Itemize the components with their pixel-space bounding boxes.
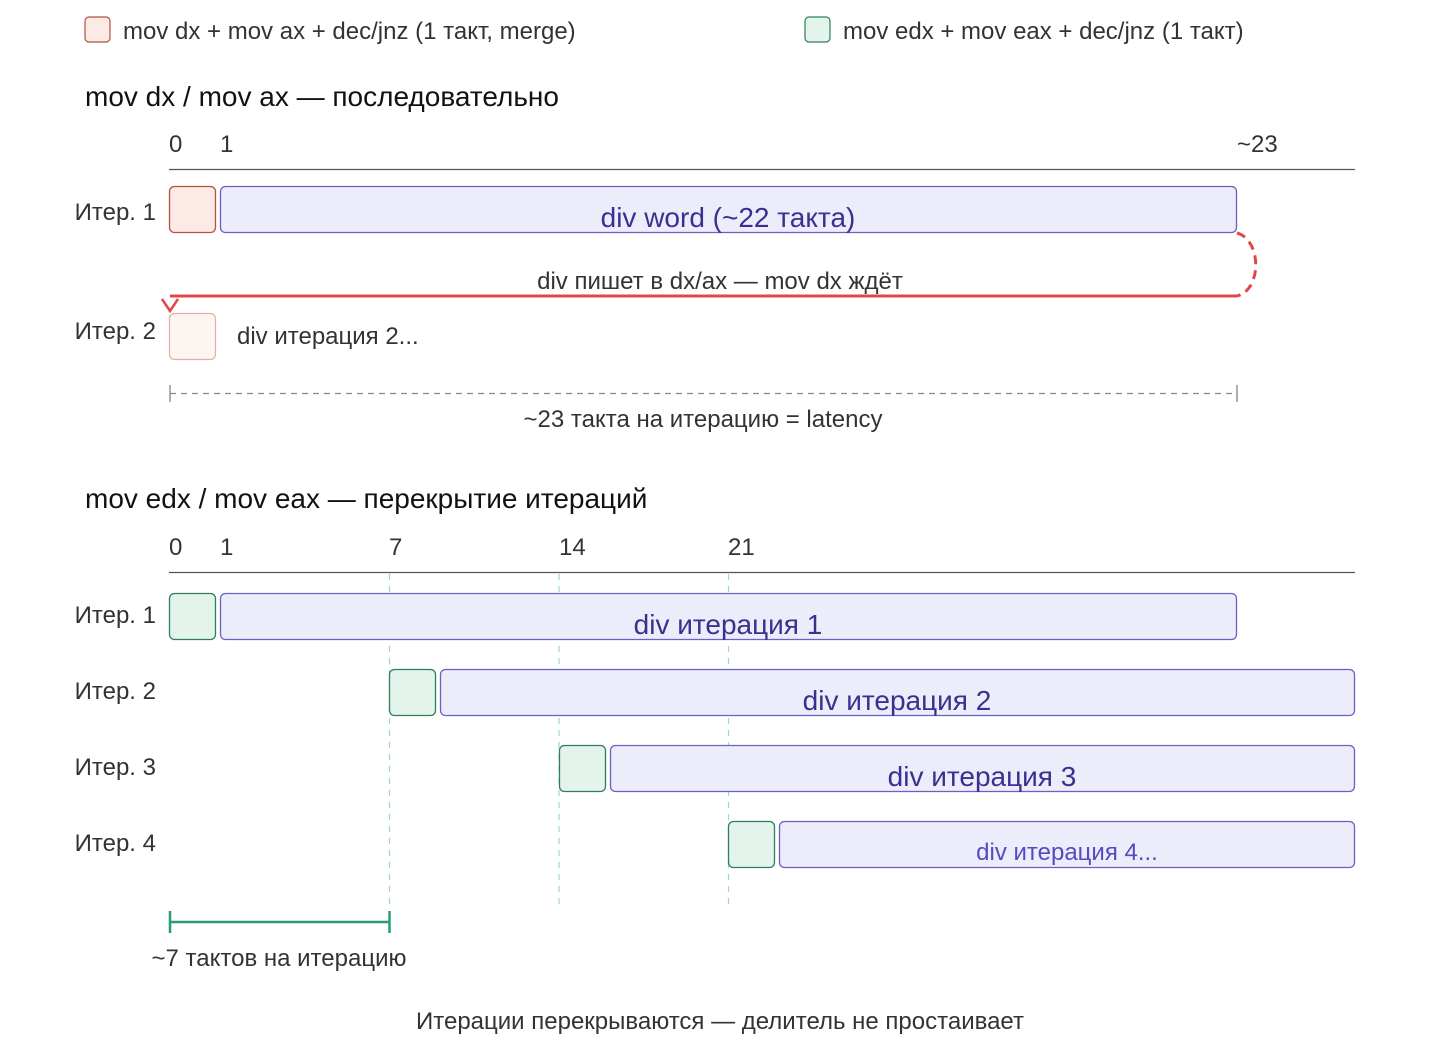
section2-mov-block-2: [388, 668, 437, 717]
legend-label-merge: mov dx + mov ax + dec/jnz (1 такт, merge…: [123, 18, 576, 45]
section1-span-label: ~23 такта на итерацию = latency: [524, 406, 883, 433]
section2-div-label-3: div итерация 3: [888, 761, 1077, 792]
section2-tick-7: 7: [389, 534, 402, 561]
section1-tick-23: ~23: [1237, 131, 1278, 158]
section2-tick-0: 0: [169, 534, 182, 561]
section2-div-label-4: div итерация 4...: [976, 839, 1158, 866]
legend-label-fast: mov edx + mov eax + dec/jnz (1 такт): [843, 18, 1244, 45]
section1-row-label-1: Итер. 1: [75, 199, 156, 226]
section2-tick-21: 21: [728, 534, 755, 561]
section2-span-label: ~7 тактов на итерацию: [152, 945, 407, 972]
section2-div-bar-1: [219, 592, 1238, 641]
section2-mov-block-4: [727, 820, 776, 869]
section1-div-label: div word (~22 такта): [601, 202, 856, 233]
section2-tick-1: 1: [220, 534, 233, 561]
section2-row-label-2: Итер. 2: [75, 678, 156, 705]
section2-div-bar-2: [439, 668, 1356, 717]
section2-div-label-1: div итерация 1: [634, 609, 823, 640]
section2-title: mov edx / mov eax — перекрытие итераций: [85, 483, 647, 514]
section1-mov-block-1: [168, 185, 217, 234]
dependency-label: div пишет в dx/ax — mov dx ждёт: [537, 268, 903, 295]
section2-row-label-1: Итер. 1: [75, 602, 156, 629]
section2-mov-block-1: [168, 592, 217, 641]
section1-mov-block-2: [168, 312, 217, 361]
legend: mov dx + mov ax + dec/jnz (1 такт, merge…: [84, 16, 1244, 45]
dependency-curve: [1236, 231, 1258, 298]
section2-div-bar-3: [609, 744, 1356, 793]
section1-tick-1: 1: [220, 131, 233, 158]
section-sequential: mov dx / mov ax — последовательно 0 1 ~2…: [75, 81, 1355, 433]
section-overlap: mov edx / mov eax — перекрытие итераций …: [75, 483, 1356, 1035]
section2-caption: Итерации перекрываются — делитель не про…: [416, 1008, 1024, 1035]
section1-tick-0: 0: [169, 131, 182, 158]
section2-row-label-3: Итер. 3: [75, 754, 156, 781]
section2-div-bar-4: [778, 820, 1356, 869]
section1-row-label-2: Итер. 2: [75, 318, 156, 345]
dependency-arrowhead: [160, 298, 180, 314]
section1-iter2-label: div итерация 2...: [237, 323, 419, 350]
legend-swatch-merge: [84, 16, 111, 43]
section1-div-bar-1: [219, 185, 1238, 234]
section2-div-label-2: div итерация 2: [803, 685, 992, 716]
legend-swatch-fast: [804, 16, 831, 43]
section2-row-label-4: Итер. 4: [75, 830, 156, 857]
section1-title: mov dx / mov ax — последовательно: [85, 81, 559, 112]
section2-tick-14: 14: [559, 534, 586, 561]
section2-mov-block-3: [558, 744, 607, 793]
